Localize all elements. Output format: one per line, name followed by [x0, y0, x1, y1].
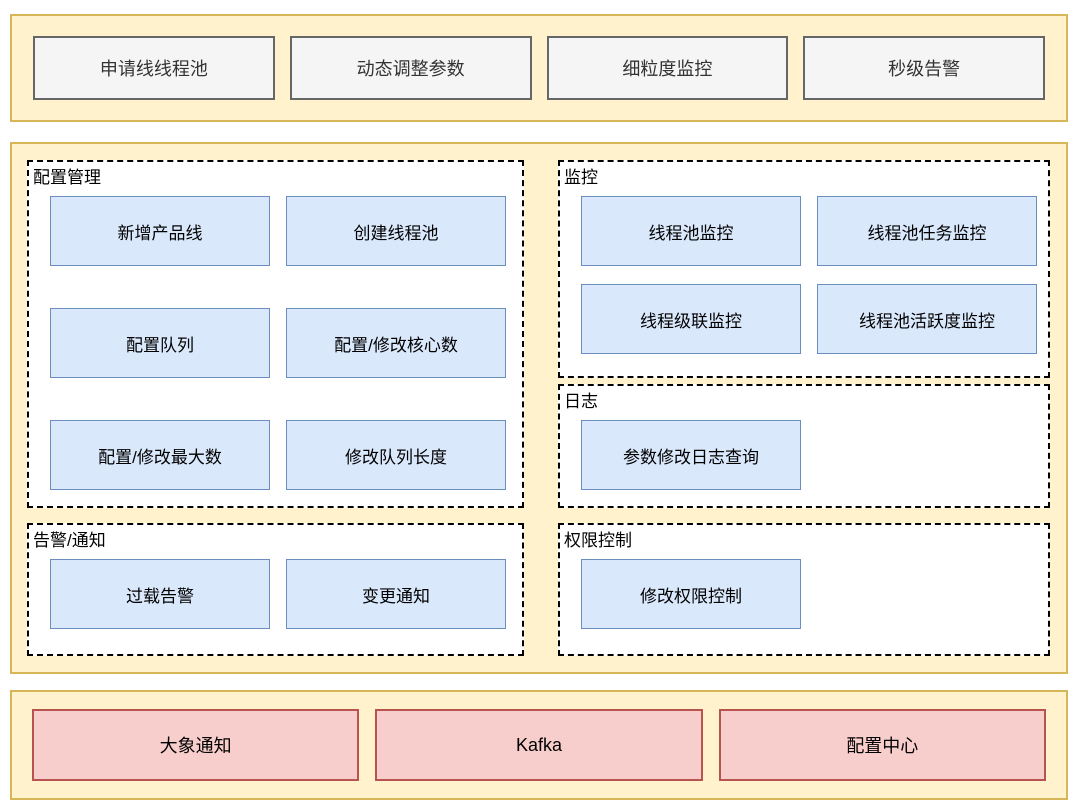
infra-daxiang-notification: 大象通知: [32, 709, 360, 781]
section-config-management: 配置管理 新增产品线 创建线程池 配置队列 配置/修改核心数 配置/修改最大数 …: [27, 160, 524, 508]
top-capability-band: 申请线线程池 动态调整参数 细粒度监控 秒级告警: [10, 14, 1068, 122]
alert-module-grid: 过载告警 变更通知: [29, 559, 522, 629]
feature-fine-grained-monitor: 细粒度监控: [546, 36, 789, 100]
section-monitoring: 监控 线程池监控 线程池任务监控 线程级联监控 线程池活跃度监控: [558, 160, 1050, 378]
module-modify-queue-length: 修改队列长度: [286, 420, 506, 490]
module-create-threadpool: 创建线程池: [286, 196, 506, 266]
log-module-grid: 参数修改日志查询: [560, 420, 1048, 490]
module-config-core-size: 配置/修改核心数: [286, 308, 506, 378]
module-change-notification: 变更通知: [286, 559, 506, 629]
module-param-change-log-query: 参数修改日志查询: [581, 420, 801, 490]
permission-module-grid: 修改权限控制: [560, 559, 1048, 629]
infrastructure-band: 大象通知 Kafka 配置中心: [10, 690, 1068, 800]
section-permission-title: 权限控制: [564, 531, 632, 550]
section-log-title: 日志: [564, 392, 598, 411]
section-config-title: 配置管理: [33, 168, 101, 187]
module-add-product-line: 新增产品线: [50, 196, 270, 266]
config-module-grid: 新增产品线 创建线程池 配置队列 配置/修改核心数 配置/修改最大数 修改队列长…: [29, 196, 522, 490]
section-log: 日志 参数修改日志查询: [558, 384, 1050, 508]
monitor-module-grid: 线程池监控 线程池任务监控 线程级联监控 线程池活跃度监控: [560, 196, 1048, 354]
section-permission-control: 权限控制 修改权限控制: [558, 523, 1050, 656]
module-threadpool-task-monitor: 线程池任务监控: [817, 196, 1037, 266]
module-modify-permission-control: 修改权限控制: [581, 559, 801, 629]
feature-dynamic-params: 动态调整参数: [289, 36, 532, 100]
section-monitor-title: 监控: [564, 168, 598, 187]
infra-kafka: Kafka: [375, 709, 703, 781]
infra-config-center: 配置中心: [718, 709, 1046, 781]
module-config-queue: 配置队列: [50, 308, 270, 378]
module-overload-alert: 过载告警: [50, 559, 270, 629]
feature-apply-threadpool: 申请线线程池: [33, 36, 275, 100]
module-config-max-size: 配置/修改最大数: [50, 420, 270, 490]
function-band: 配置管理 新增产品线 创建线程池 配置队列 配置/修改核心数 配置/修改最大数 …: [10, 142, 1068, 674]
section-alert-title: 告警/通知: [33, 531, 106, 550]
section-alert-notify: 告警/通知 过载告警 变更通知: [27, 523, 524, 656]
feature-second-level-alert: 秒级告警: [803, 36, 1045, 100]
module-threadpool-activity-monitor: 线程池活跃度监控: [817, 284, 1037, 354]
module-thread-cascade-monitor: 线程级联监控: [581, 284, 801, 354]
module-threadpool-monitor: 线程池监控: [581, 196, 801, 266]
